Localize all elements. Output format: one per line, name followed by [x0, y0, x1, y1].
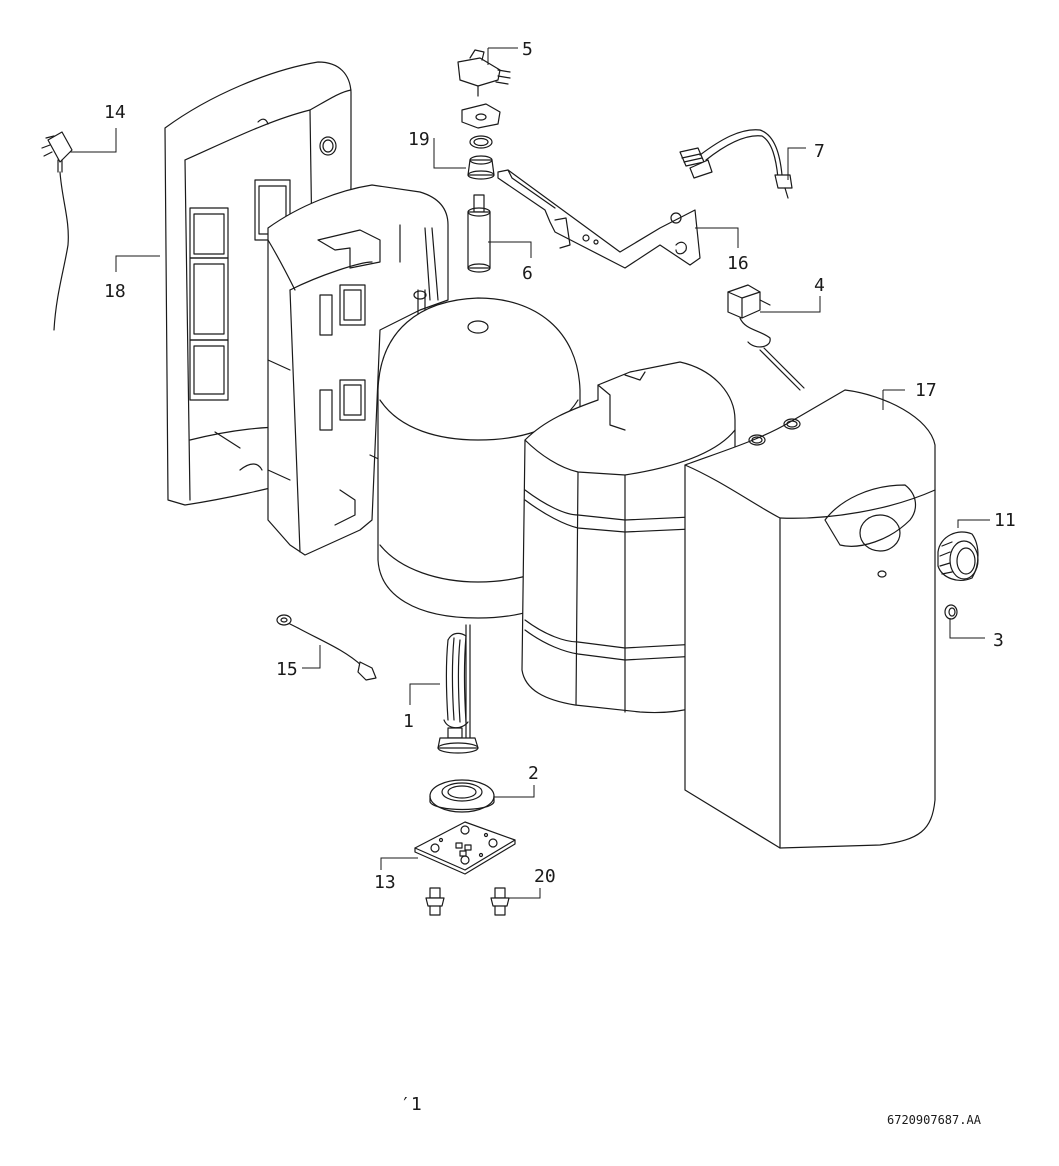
label-17: 17: [915, 380, 937, 401]
label-6: 6: [522, 263, 533, 284]
label-7: 7: [814, 141, 825, 162]
label-19: 19: [408, 129, 430, 150]
leader-lines: [70, 47, 990, 899]
label-2: 2: [528, 763, 539, 784]
label-18: 18: [104, 281, 126, 302]
part-13-flange-plate: [414, 821, 516, 875]
part-labels: 5 14 19 7 6 16 18 4 17 11 3 15 1 2 13 20: [104, 39, 1016, 893]
label-16: 16: [727, 253, 749, 274]
part-5-thermostat: [457, 49, 511, 129]
label-3: 3: [993, 630, 1004, 651]
part-6-anode-rod: [467, 194, 491, 273]
label-15: 15: [276, 659, 298, 680]
label-1: 1: [403, 711, 414, 732]
part-19-seal: [467, 135, 495, 180]
part-11-control-knob: [937, 531, 979, 581]
part-7-cable: [679, 129, 793, 199]
part-4-thermostat-capillary: [727, 284, 805, 391]
label-14: 14: [104, 102, 126, 123]
part-2-gasket: [429, 779, 495, 813]
insulation-half-left: [267, 184, 449, 556]
label-13: 13: [374, 872, 396, 893]
part-3-indicator-lens: [944, 604, 958, 620]
part-20-screws: [425, 887, 510, 916]
part-16-bracket: [497, 169, 701, 269]
label-4: 4: [814, 275, 825, 296]
drawing-id: 6720907687.AA: [887, 1113, 982, 1127]
part-17-outer-casing: [684, 389, 936, 849]
part-1-heating-element: [437, 624, 479, 754]
insulation-half-right: [521, 361, 736, 714]
label-20: 20: [534, 866, 556, 887]
label-11: 11: [994, 510, 1016, 531]
part-15-earth-wire: [276, 614, 377, 681]
page-mark: ′1: [400, 1094, 422, 1115]
label-5: 5: [522, 39, 533, 60]
part-14-power-plug: [41, 131, 73, 331]
